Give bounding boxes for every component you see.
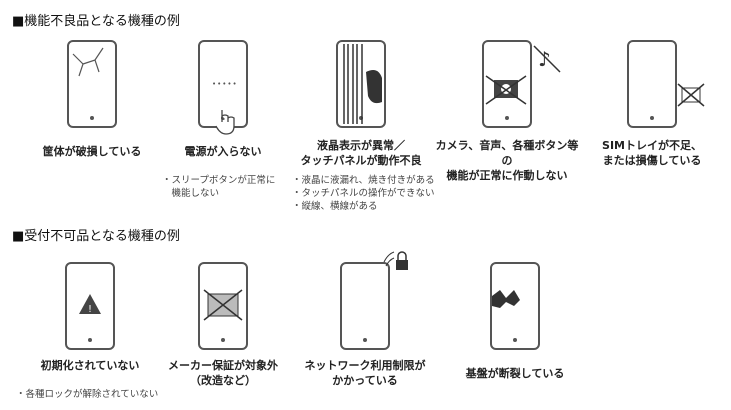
item-label: 機能が正常に作動しない <box>446 169 568 182</box>
item-label: （改造など） <box>190 374 256 387</box>
item-label: かかっている <box>332 374 398 387</box>
muted-note-icon: ♪ <box>533 45 561 73</box>
phone-icon <box>490 262 540 350</box>
item-label: 初期化されていない <box>40 359 140 372</box>
notes-display: ・液晶に液漏れ、焼き付きがある・タッチパネルの操作ができない・縦線、横線がある <box>292 175 435 212</box>
item-label: 基盤が断裂している <box>465 367 565 380</box>
svg-text:♪: ♪ <box>538 47 551 71</box>
item-label: SIMトレイが不足、 <box>602 139 702 152</box>
item-no-power: ••••• 電源が入らない <box>148 40 298 159</box>
item-label: 筐体が破損している <box>42 145 142 158</box>
warning-icon: ! <box>79 294 101 315</box>
item-not-initialized: ! 初期化されていない <box>15 262 165 373</box>
sim-tray-crossed-icon <box>677 83 705 107</box>
item-label: メーカー保証が対象外 <box>168 359 278 372</box>
item-warranty-void: メーカー保証が対象外 （改造など） <box>148 262 298 388</box>
phone-icon: ! <box>65 262 115 350</box>
signal-lock-icon <box>383 251 408 270</box>
phone-icon <box>627 40 677 128</box>
item-label: 電源が入らない <box>184 145 262 158</box>
notes-no-power: ・スリープボタンが正常に 機能しない <box>162 175 276 199</box>
phone-icon <box>198 262 248 350</box>
phone-icon <box>336 40 386 128</box>
item-label: 液晶表示が異常／ <box>317 139 405 152</box>
finger-press-icon <box>215 110 235 135</box>
crack-icon <box>72 47 104 77</box>
broken-board-icon <box>492 290 520 308</box>
item-label: ネットワーク利用制限が <box>304 359 426 372</box>
board-crossed-icon <box>203 289 243 321</box>
item-label: または損傷している <box>602 154 702 167</box>
item-camera-sound: ♪ カメラ、音声、各種ボタン等の機能が正常に作動しない <box>432 40 582 183</box>
item-label: タッチパネルが動作不良 <box>300 154 422 167</box>
phone-icon <box>482 40 532 128</box>
svg-text:!: ! <box>88 304 92 315</box>
notes-not-initialized: ・各種ロックが解除されていない <box>16 389 159 400</box>
section-heading-malfunction: ■機能不良品となる機種の例 <box>12 14 180 29</box>
section-heading-not-accepted: ■受付不可品となる機種の例 <box>12 229 180 244</box>
item-sim-tray: SIMトレイが不足、または損傷している <box>577 40 727 168</box>
phone-icon: ••••• <box>198 40 248 135</box>
phone-icon <box>67 40 117 128</box>
item-label: カメラ、音声、各種ボタン等の <box>435 139 579 167</box>
item-board-broken: 基盤が断裂している <box>440 262 590 381</box>
display-lines-icon <box>343 44 382 124</box>
phone-icon <box>340 262 390 350</box>
item-display-abnormal: 液晶表示が異常／ タッチパネルが動作不良 <box>286 40 436 168</box>
camera-crossed-icon <box>485 75 527 105</box>
item-network-restricted: ネットワーク利用制限がかかっている <box>290 251 440 388</box>
item-cracked-case: 筐体が破損している <box>17 40 167 159</box>
